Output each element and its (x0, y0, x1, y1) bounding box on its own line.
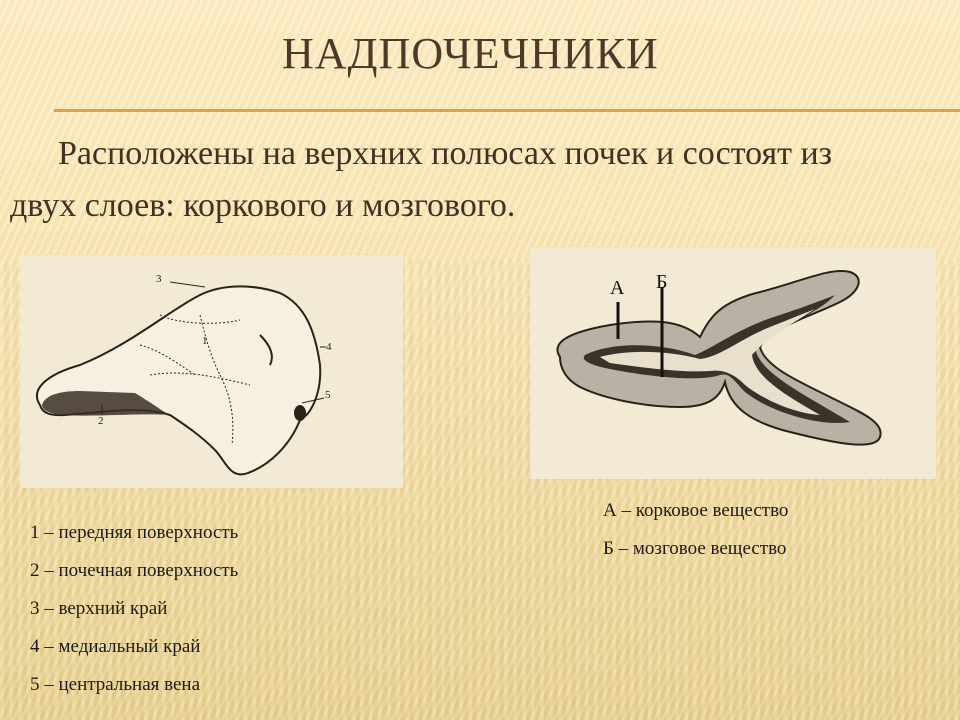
adrenal-external-figure: 3 1 4 5 2 (20, 255, 403, 488)
figure-label-2: 2 (98, 415, 104, 427)
body-text-line-1: Расположены на верхних полюсах почек и с… (58, 135, 833, 172)
slide-body-text: Расположены на верхних полюсах почек и с… (10, 128, 950, 232)
legend-left: 1 – передняя поверхность 2 – почечная по… (30, 514, 238, 704)
legend-item: А – корковое вещество (603, 500, 789, 521)
figure-label-5: 5 (325, 389, 331, 401)
legend-item: Б – мозговое вещество (603, 538, 787, 559)
title-divider (54, 109, 960, 112)
figure-label-a: А (610, 277, 625, 299)
legend-item: 4 – медиальный край (30, 636, 201, 657)
adrenal-cross-section-drawing (556, 270, 882, 446)
slide-title: НАДПОЧЕЧНИКИ (282, 29, 659, 78)
figure-label-b: Б (656, 271, 668, 293)
legend-item: 2 – почечная поверхность (30, 560, 239, 581)
legend-item: 1 – передняя поверхность (30, 522, 239, 543)
adrenal-external-drawing (35, 281, 326, 476)
legend-right: А – корковое вещество Б – мозговое вещес… (603, 492, 788, 568)
adrenal-cross-section-figure: А Б (530, 247, 936, 479)
legend-item: 3 – верхний край (30, 598, 168, 619)
legend-item: 5 – центральная вена (30, 674, 201, 695)
body-text-line-2: двух слоев: коркового и мозгового. (10, 187, 516, 224)
figure-label-4: 4 (326, 341, 332, 353)
figure-label-1: 1 (202, 335, 208, 347)
figure-label-3: 3 (156, 273, 162, 285)
